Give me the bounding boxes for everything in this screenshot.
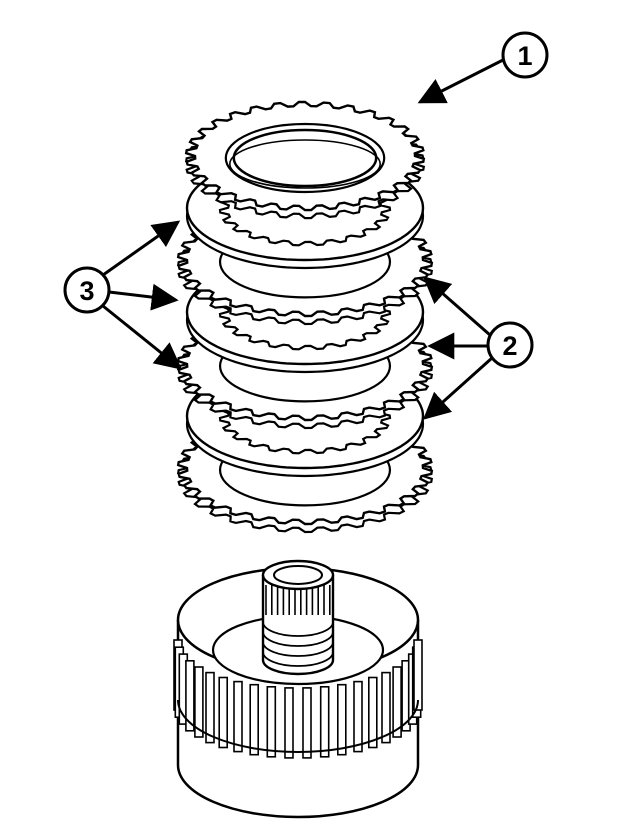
- drum-spline: [218, 676, 228, 749]
- callout-1-leader: [417, 58, 504, 104]
- callout-3-label: 3: [79, 276, 94, 306]
- callout-3: 3: [63, 220, 183, 370]
- callout-1: 1: [417, 31, 549, 104]
- drum-spline: [194, 666, 204, 738]
- pressure-plate-top: [184, 100, 426, 220]
- drum-spline: [205, 671, 215, 744]
- drum-spline: [367, 676, 378, 749]
- callout-3-leader-top: [102, 220, 181, 277]
- hub-seal-ring: [262, 651, 334, 667]
- callout-3-circle: [63, 266, 111, 314]
- drum-band: [177, 699, 419, 753]
- hub-body: [261, 575, 335, 676]
- hub-seal-ring: [262, 621, 334, 637]
- drum-spline: [266, 685, 277, 758]
- clutch-drum-hub: [173, 559, 423, 819]
- callout-2-leader-bottom: [422, 356, 494, 420]
- callout-3-leader-bottom: [102, 304, 183, 370]
- drum-spline: [381, 671, 391, 744]
- drum-spline: [284, 687, 294, 759]
- clutch-plate-stack: [176, 100, 434, 534]
- drum-spline: [249, 683, 259, 756]
- drum-spline: [319, 685, 330, 758]
- drum-spline: [185, 659, 195, 732]
- drum-spline: [413, 639, 423, 711]
- hub-bore: [273, 565, 323, 585]
- callout-3-leader-mid: [108, 283, 179, 311]
- callout-1-circle: [501, 31, 549, 79]
- drum-spline: [302, 687, 312, 759]
- callout-2: 2: [422, 276, 534, 420]
- drum-spline: [233, 680, 243, 753]
- drum-spline: [336, 683, 347, 756]
- hub-seal-ring: [262, 641, 334, 657]
- hub-seal-ring: [262, 631, 334, 647]
- drum-spline: [392, 666, 402, 738]
- callout-2-leader-top: [422, 276, 491, 337]
- callout-2-label: 2: [502, 331, 517, 361]
- drum-spline: [353, 680, 363, 753]
- callout-1-label: 1: [517, 41, 532, 71]
